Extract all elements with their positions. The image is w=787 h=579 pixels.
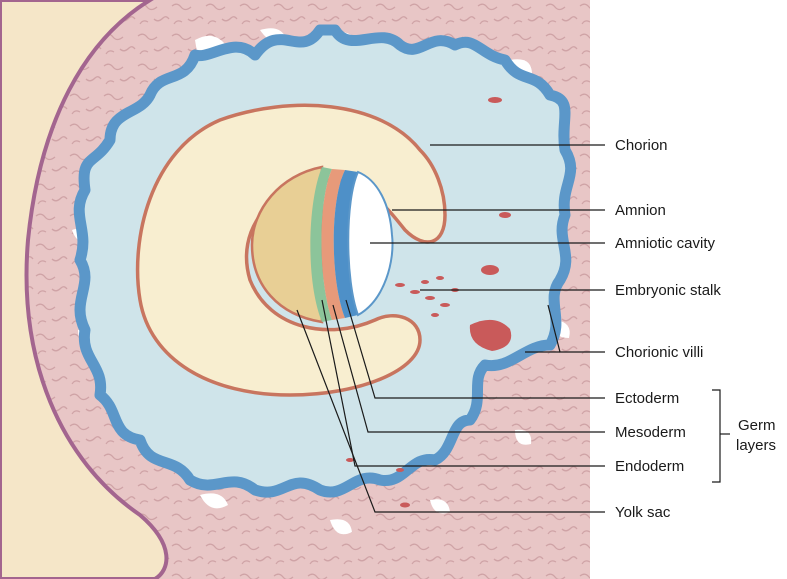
label-embryonic-stalk: Embryonic stalk — [615, 282, 721, 299]
label-amniotic-cavity: Amniotic cavity — [615, 235, 716, 252]
label-chorion: Chorion — [615, 137, 668, 154]
label-chorionic-villi: Chorionic villi — [615, 344, 703, 361]
label-amnion: Amnion — [615, 202, 666, 219]
label-germ: Germ — [738, 417, 776, 434]
germ-layers-bracket — [712, 390, 720, 482]
label-endoderm: Endoderm — [615, 458, 684, 475]
label-ectoderm: Ectoderm — [615, 390, 679, 407]
label-yolk-sac: Yolk sac — [615, 504, 671, 521]
label-layers: layers — [736, 437, 776, 454]
label-mesoderm: Mesoderm — [615, 424, 686, 441]
